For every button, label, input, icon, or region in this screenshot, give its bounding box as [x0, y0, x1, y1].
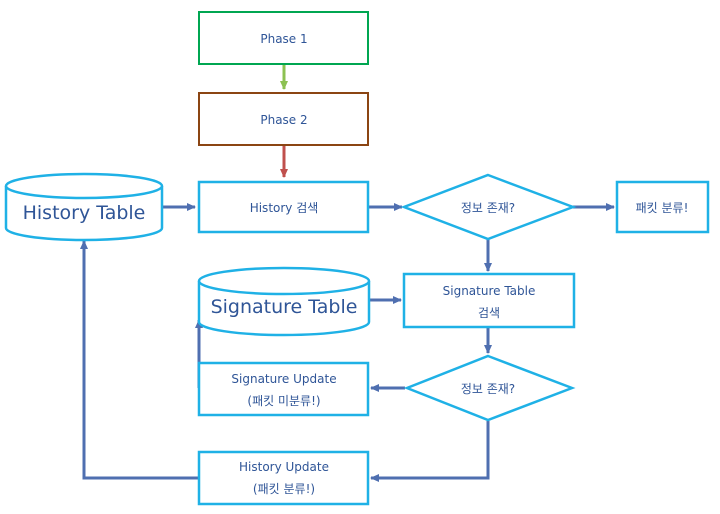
history-search-label: History 검색: [250, 201, 319, 215]
packet-classify-box: 패킷 분류!: [615, 180, 710, 234]
phase2-box: Phase 2: [198, 92, 369, 146]
signature-table-label: Signature Table: [211, 296, 358, 318]
history-table-cylinder: History Table: [4, 172, 164, 242]
connectors: [80, 65, 615, 482]
signature-search-line1: Signature Table: [443, 284, 536, 298]
history-update-line2: (패킷 분류!): [253, 482, 315, 496]
signature-search-line2: 검색: [478, 306, 500, 320]
phase1-label: Phase 1: [260, 32, 307, 46]
signature-update-line1: Signature Update: [231, 372, 336, 386]
signature-update-line2: (패킷 미분류!): [247, 394, 320, 408]
arrow-history-update-to-history-table: [80, 240, 199, 480]
arrow-decision2-to-history-update: [370, 421, 490, 482]
history-table-label: History Table: [23, 202, 146, 224]
packet-classify-label: 패킷 분류!: [636, 201, 689, 215]
history-update-line1: History Update: [239, 460, 329, 474]
history-search-box: History 검색: [197, 180, 370, 234]
history-update-box: History Update (패킷 분류!): [197, 450, 370, 506]
signature-search-box: Signature Table 검색: [402, 272, 576, 329]
phase1-box: Phase 1: [198, 11, 369, 65]
decision-2-label: 정보 존재?: [461, 382, 515, 396]
signature-table-cylinder: Signature Table: [197, 266, 371, 337]
decision-info-exists-1: 정보 존재?: [400, 173, 577, 241]
decision-info-exists-2: 정보 존재?: [403, 354, 576, 422]
decision-1-label: 정보 존재?: [461, 201, 515, 215]
signature-update-box: Signature Update (패킷 미분류!): [197, 361, 370, 417]
phase2-label: Phase 2: [260, 113, 307, 127]
